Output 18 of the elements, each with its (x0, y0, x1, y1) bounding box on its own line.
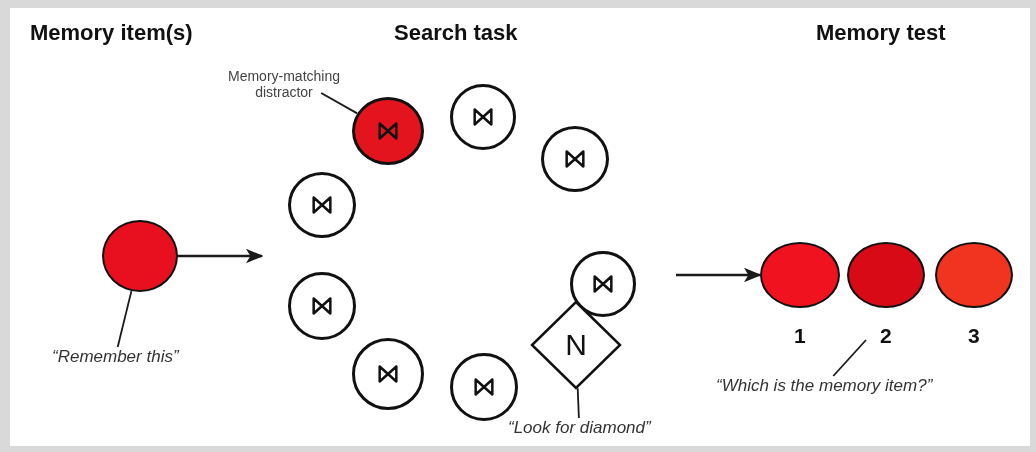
instruction-text: “Look for diamond” (508, 418, 651, 438)
column-heading: Memory test (816, 20, 946, 46)
leader-line (832, 339, 867, 377)
option-number: 2 (880, 324, 892, 348)
column-heading: Memory item(s) (30, 20, 193, 46)
column-heading: Search task (394, 20, 518, 46)
instruction-text: “Remember this” (52, 347, 179, 367)
diamond-shape (530, 300, 622, 390)
leader-line (116, 290, 133, 348)
letter: N (565, 328, 587, 362)
arrow (676, 267, 762, 283)
leader-line (576, 387, 580, 419)
instruction-text: Memory-matching distractor (222, 68, 346, 100)
option-number: 1 (794, 324, 806, 348)
option-number: 3 (968, 324, 980, 348)
arrow (178, 248, 264, 264)
instruction-text: “Which is the memory item?” (716, 376, 933, 396)
leader-line (320, 92, 359, 115)
